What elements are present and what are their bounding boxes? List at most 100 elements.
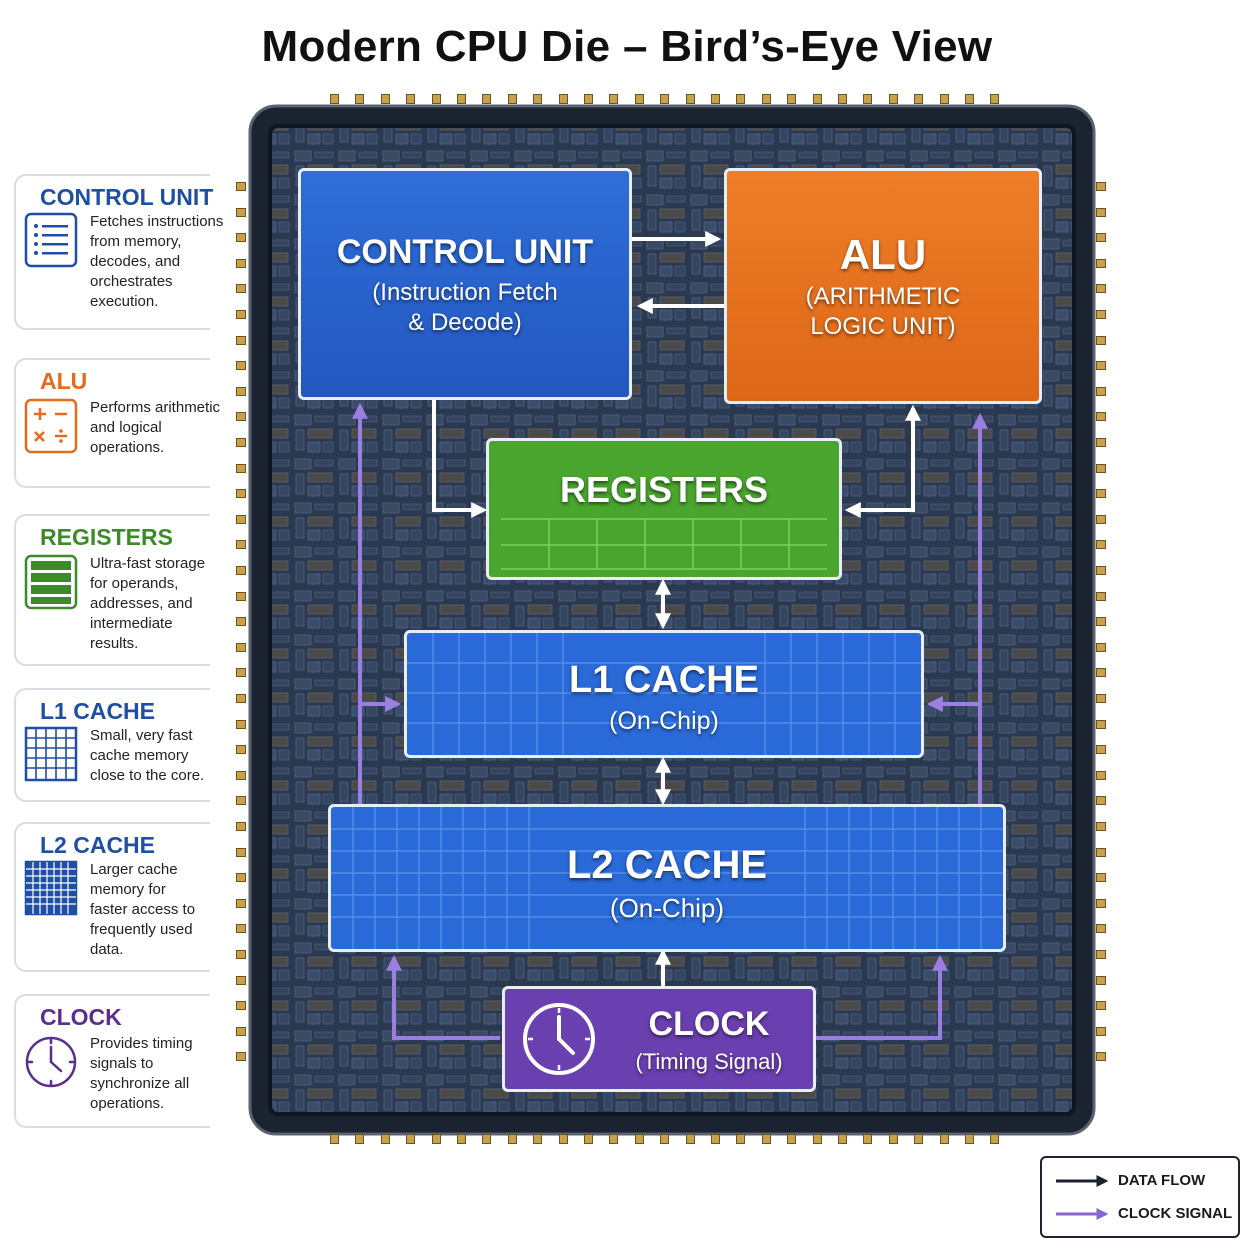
package-pin [236,924,246,934]
package-pin [1096,1001,1106,1011]
card-title: L1 CACHE [40,698,156,724]
package-pin [609,94,619,104]
card-title: CLOCK [40,1004,122,1030]
package-pin [1096,310,1106,319]
package-pin [1096,540,1106,550]
list-icon [24,212,78,268]
package-pin [236,514,246,524]
package-pin [863,94,873,104]
package-pin [533,94,543,104]
package-pin [236,617,246,627]
package-pin [965,1134,974,1144]
l1-cache-block[interactable]: L1 CACHE (On-Chip) [404,630,924,758]
package-pin [236,361,246,371]
legend-clock-signal: CLOCK SIGNAL [1118,1205,1233,1222]
package-pin [236,412,246,422]
package-pin [236,694,246,703]
alu-block[interactable]: ALU (ARITHMETIC LOGIC UNIT) [724,168,1042,404]
package-pin [1096,898,1106,908]
package-pin [431,1134,441,1144]
package-pin [558,94,568,104]
package-pin [236,796,246,806]
package-pin [1096,719,1106,729]
package-pin [236,258,246,268]
package-pin [685,1134,695,1144]
arrow-control-to-registers [432,400,488,518]
package-pin [888,94,898,104]
package-pin [236,822,246,831]
package-pin [330,94,339,104]
legend-data-flow: DATA FLOW [1118,1172,1206,1189]
package-pin [736,94,746,104]
package-pin [1096,950,1106,959]
package-pin [406,94,416,104]
package-pin [990,94,1000,104]
package-pin [482,94,492,104]
package-pin [761,1134,771,1144]
alu-subtitle: LOGIC UNIT) [810,313,956,340]
package-pin [380,94,390,104]
control-unit-subtitle: & Decode) [408,309,522,336]
package-pin [634,1134,644,1144]
package-pin [1096,975,1106,985]
package-pin [236,566,246,575]
package-pin [355,1134,365,1144]
package-pin [1096,258,1106,268]
registers-block[interactable]: REGISTERS [486,438,842,580]
package-pin [236,745,246,755]
l1-cache-cells [407,633,921,755]
package-pin [1096,514,1106,524]
package-pin [236,1001,246,1011]
alu-title: ALU [839,231,927,278]
package-pin [236,489,246,499]
control-unit-block[interactable]: CONTROL UNIT (Instruction Fetch & Decode… [298,168,632,400]
package-pin [711,94,720,104]
legend: DATA FLOW CLOCK SIGNAL [1040,1156,1240,1238]
package-pin [1096,617,1106,627]
clock-line-to-l2-left [386,954,500,1040]
package-pin [1096,822,1106,831]
package-pin [1096,668,1106,678]
package-pin [838,1134,847,1144]
package-pin [863,1134,873,1144]
control-unit-title: CONTROL UNIT [336,233,594,271]
clock-face-icon [523,1003,595,1075]
package-pin [1096,361,1106,371]
package-pin [1096,566,1106,575]
package-pin [838,94,847,104]
package-pin [1096,284,1106,294]
package-pin [236,1052,246,1062]
registers-icon [24,554,78,610]
l2-cache-block[interactable]: L2 CACHE (On-Chip) [328,804,1006,952]
package-pin [482,1134,492,1144]
package-pin [236,540,246,550]
card-title: REGISTERS [40,524,173,550]
package-pin [1096,386,1106,396]
package-pin [507,94,517,104]
alu-subtitle: (ARITHMETIC [805,283,961,310]
package-pin [812,1134,822,1144]
package-pin [236,463,246,473]
package-pin [584,1134,593,1144]
card-title: CONTROL UNIT [40,184,214,210]
package-pin [1096,745,1106,755]
package-pin [685,94,695,104]
package-pin [236,642,246,652]
package-pin [965,94,974,104]
clock-block[interactable]: CLOCK (Timing Signal) [502,986,816,1092]
package-pin [236,310,246,319]
legend-arrows [1056,1175,1109,1220]
package-pin [1096,335,1106,345]
l1-cache-title: L1 CACHE [568,659,760,701]
package-pin [584,94,593,104]
package-pin [736,1134,746,1144]
package-pin [236,335,246,345]
package-pin [634,94,644,104]
arithmetic-icon [24,398,78,454]
